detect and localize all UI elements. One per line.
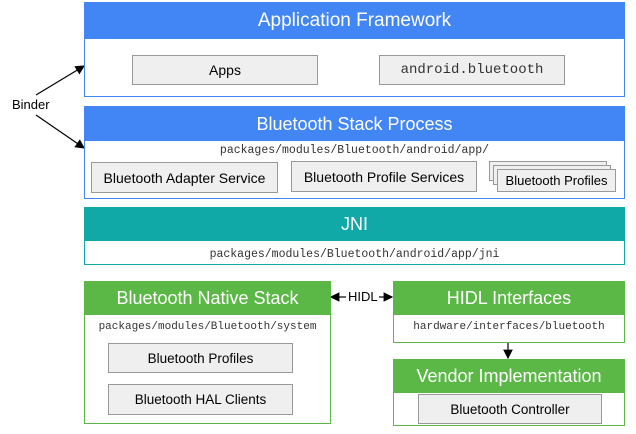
binder-arrow-down <box>35 114 85 149</box>
jni-title: JNI <box>85 208 624 241</box>
native-stack-title: Bluetooth Native Stack <box>85 282 330 315</box>
android-bluetooth-box: android.bluetooth <box>379 55 565 85</box>
vendor-title: Vendor Implementation <box>394 360 624 393</box>
hidl-interfaces-title: HIDL Interfaces <box>394 282 624 315</box>
hal-clients-box: Bluetooth HAL Clients <box>108 384 293 415</box>
vendor-implementation-layer: Vendor Implementation Bluetooth Controll… <box>393 359 625 426</box>
profiles-box: Bluetooth Profiles <box>497 169 616 192</box>
binder-arrow-up <box>35 65 86 96</box>
native-profiles-box: Bluetooth Profiles <box>108 343 293 373</box>
application-framework-title: Application Framework <box>85 3 624 39</box>
bluetooth-controller-box: Bluetooth Controller <box>418 394 602 424</box>
hidl-interfaces-path: hardware/interfaces/bluetooth <box>413 321 605 333</box>
jni-path: packages/modules/Bluetooth/android/app/j… <box>209 248 500 261</box>
hidl-label: HIDL <box>348 289 378 304</box>
native-stack-layer: Bluetooth Native Stack packages/modules/… <box>84 281 331 424</box>
profile-services-box: Bluetooth Profile Services <box>291 161 477 192</box>
stack-process-title: Bluetooth Stack Process <box>85 107 624 141</box>
stack-process-path: packages/modules/Bluetooth/android/app/ <box>219 144 490 157</box>
adapter-service-box: Bluetooth Adapter Service <box>91 162 278 193</box>
native-stack-path: packages/modules/Bluetooth/system <box>98 321 317 333</box>
binder-label: Binder <box>12 97 50 112</box>
hidl-interfaces-layer: HIDL Interfaces hardware/interfaces/blue… <box>393 281 625 343</box>
application-framework-layer: Application Framework Apps android.bluet… <box>84 2 625 97</box>
apps-box: Apps <box>132 55 318 85</box>
jni-layer: JNI packages/modules/Bluetooth/android/a… <box>84 207 625 265</box>
bluetooth-stack-process-layer: Bluetooth Stack Process packages/modules… <box>84 106 625 199</box>
